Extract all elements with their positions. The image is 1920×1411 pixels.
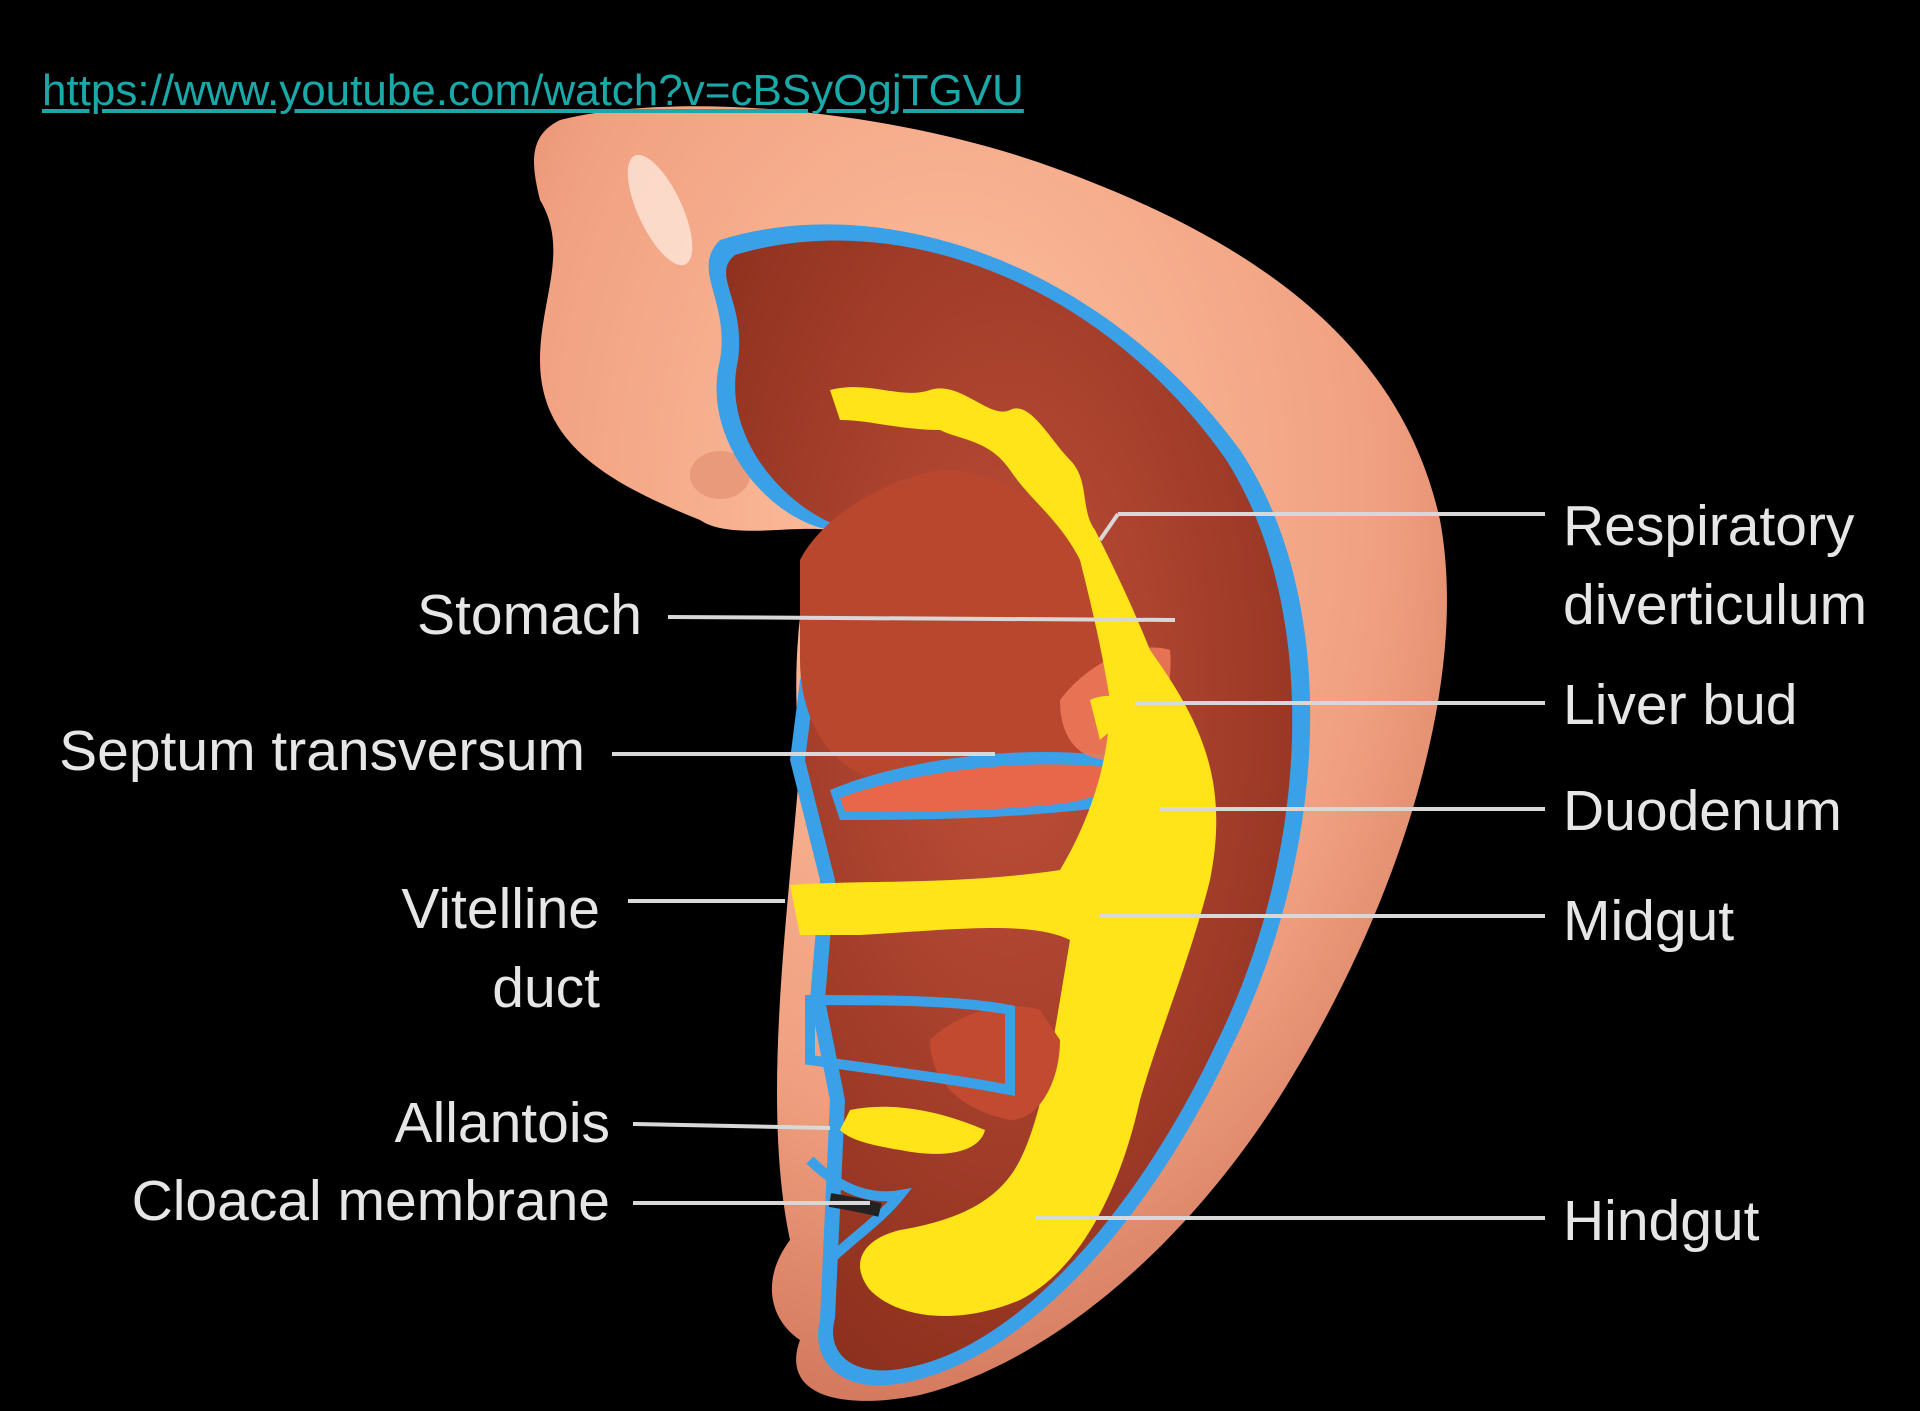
label-duodenum: Duodenum: [1563, 783, 1842, 840]
label-allantois: Allantois: [395, 1095, 610, 1152]
label-hindgut: Hindgut: [1563, 1193, 1759, 1250]
label-stomach: Stomach: [417, 587, 642, 644]
label-vitelline-line2: duct: [401, 949, 600, 1028]
source-link[interactable]: https://www.youtube.com/watch?v=cBSyOgjT…: [42, 66, 1024, 116]
label-liver-bud: Liver bud: [1563, 677, 1798, 734]
label-midgut: Midgut: [1563, 893, 1734, 950]
label-vitelline-line1: Vitelline: [401, 870, 600, 949]
label-respiratory-line1: Respiratory: [1563, 487, 1867, 566]
label-respiratory-diverticulum: Respiratory diverticulum: [1563, 487, 1867, 645]
label-septum-transversum: Septum transversum: [59, 723, 585, 780]
label-cloacal-membrane: Cloacal membrane: [132, 1173, 610, 1230]
label-respiratory-line2: diverticulum: [1563, 566, 1867, 645]
label-vitelline-duct: Vitelline duct: [401, 870, 600, 1028]
